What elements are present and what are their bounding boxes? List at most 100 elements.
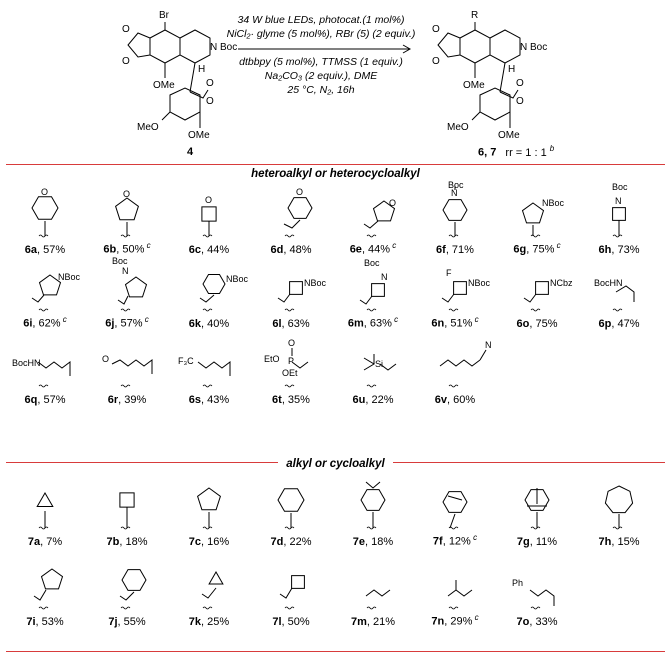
compound-id: 6k bbox=[188, 318, 202, 330]
product-meo-label: MeO bbox=[447, 122, 469, 133]
compound-7m: 7m, 21% bbox=[334, 556, 412, 628]
compound-label: 6j, 57% c bbox=[88, 315, 166, 330]
compound-structure: NCbz bbox=[523, 278, 573, 312]
compound-yield: , 22% bbox=[283, 536, 312, 548]
svg-text:O: O bbox=[41, 187, 48, 197]
svg-text:Boc: Boc bbox=[364, 258, 380, 268]
compound-footnote: c bbox=[142, 315, 149, 325]
compound-label: 7b, 18% bbox=[88, 536, 166, 548]
compound-id: 6f bbox=[436, 244, 446, 256]
compound-id: 6o bbox=[516, 318, 530, 330]
compound-structure: NBoc bbox=[442, 180, 468, 238]
condition-line-5: 25 °C, N₂, 16h bbox=[287, 84, 355, 96]
compound-label: 7n, 29% c bbox=[416, 613, 494, 628]
reactant-meo-label: MeO bbox=[137, 122, 159, 133]
compound-7g: 7g, 11% bbox=[498, 476, 576, 548]
compound-structure: Si bbox=[363, 354, 397, 388]
compound-structure bbox=[33, 568, 64, 610]
product-ratio: rr = 1 : 1 bbox=[505, 146, 547, 159]
compound-label: 7f, 12% c bbox=[416, 533, 494, 548]
compound-id: 7d bbox=[270, 536, 284, 548]
svg-text:Ph: Ph bbox=[512, 578, 523, 588]
compound-structure: O bbox=[115, 189, 139, 238]
section-title-heteroalkyl: heteroalkyl or heterocycloalkyl bbox=[0, 168, 671, 180]
compound-id: 6l bbox=[272, 318, 282, 330]
compound-yield: , 25% bbox=[201, 616, 230, 628]
svg-text:O: O bbox=[296, 187, 303, 197]
compound-yield: , 57% bbox=[114, 318, 143, 330]
reaction-scheme: Br N Boc H OMe O O O O MeO OMe R N Boc H… bbox=[0, 0, 671, 162]
compound-structure: N Boc bbox=[612, 182, 628, 238]
product-ome-label: OMe bbox=[463, 80, 485, 91]
svg-text:Boc: Boc bbox=[612, 182, 628, 192]
compound-footnote: c bbox=[472, 613, 479, 623]
compound-footnote: c bbox=[472, 315, 479, 325]
product-label: 6, 7 bbox=[478, 146, 497, 159]
compound-structure bbox=[119, 492, 135, 530]
compound-footnote: c bbox=[144, 241, 151, 251]
compound-structure: NBoc bbox=[521, 198, 565, 238]
compound-yield: , 75% bbox=[529, 318, 558, 330]
compound-label: 7j, 55% bbox=[88, 616, 166, 628]
reactant-bromine-label: Br bbox=[159, 10, 170, 21]
svg-text:P: P bbox=[288, 356, 294, 366]
compound-label: 6i, 62% c bbox=[6, 315, 84, 330]
section-title-alkyl: alkyl or cycloalkyl bbox=[0, 458, 671, 470]
compound-label: 6v, 60% bbox=[416, 394, 494, 406]
compound-label: 6m, 63% c bbox=[334, 315, 412, 330]
product-boc-label: Boc bbox=[530, 42, 547, 53]
product-ome2-label: OMe bbox=[498, 130, 520, 141]
compound-structure: NBoc bbox=[277, 278, 327, 312]
compound-6k: NBoc 6k, 40% bbox=[170, 258, 249, 330]
svg-text:NBoc: NBoc bbox=[226, 274, 249, 284]
reactant-h-label: H bbox=[198, 64, 205, 75]
compound-structure: BocHN bbox=[12, 358, 71, 388]
product-h-label: H bbox=[508, 64, 515, 75]
compound-yield: , 73% bbox=[611, 244, 640, 256]
compound-id: 6n bbox=[431, 318, 445, 330]
reactant-ome2-label: OMe bbox=[188, 130, 210, 141]
compound-structure: F₃C bbox=[178, 356, 231, 388]
compound-label: 6s, 43% bbox=[170, 394, 248, 406]
compound-id: 6m bbox=[347, 318, 364, 330]
compound-footnote: c bbox=[470, 533, 478, 543]
product-label-group: 6, 7 rr = 1 : 1 b bbox=[478, 144, 554, 159]
compound-yield: , 15% bbox=[611, 536, 640, 548]
compound-structure bbox=[442, 491, 468, 530]
compound-yield: , 44% bbox=[361, 244, 391, 256]
compound-label: 6o, 75% bbox=[498, 318, 576, 330]
compound-yield: , 43% bbox=[201, 394, 230, 406]
compound-id: 6u bbox=[352, 394, 366, 406]
compound-label: 7d, 22% bbox=[252, 536, 330, 548]
svg-text:O: O bbox=[123, 189, 130, 199]
svg-text:BocHN: BocHN bbox=[594, 278, 623, 288]
compound-yield: , 50% bbox=[281, 616, 310, 628]
compound-yield: , 71% bbox=[445, 244, 474, 256]
compound-structure: NBoc bbox=[199, 274, 249, 312]
svg-text:O: O bbox=[102, 354, 109, 364]
compound-yield: , 48% bbox=[283, 244, 312, 256]
svg-text:NCbz: NCbz bbox=[550, 278, 573, 288]
compound-id: 6g bbox=[513, 244, 527, 256]
compound-label: 6d, 48% bbox=[252, 244, 330, 256]
compound-6o: NCbz 6o, 75% bbox=[498, 258, 576, 330]
compound-label: 6n, 51% c bbox=[416, 315, 494, 330]
svg-text:N: N bbox=[615, 196, 622, 206]
compound-label: 6k, 40% bbox=[170, 318, 248, 330]
compound-label: 6h, 73% bbox=[580, 244, 658, 256]
compound-structure: N bbox=[439, 340, 492, 388]
compound-structure: NBoc bbox=[112, 256, 148, 312]
compound-structure: O bbox=[102, 354, 153, 388]
section-divider-bottom bbox=[6, 651, 665, 652]
compound-yield: , 18% bbox=[119, 536, 148, 548]
compound-label: 7h, 15% bbox=[580, 536, 658, 548]
